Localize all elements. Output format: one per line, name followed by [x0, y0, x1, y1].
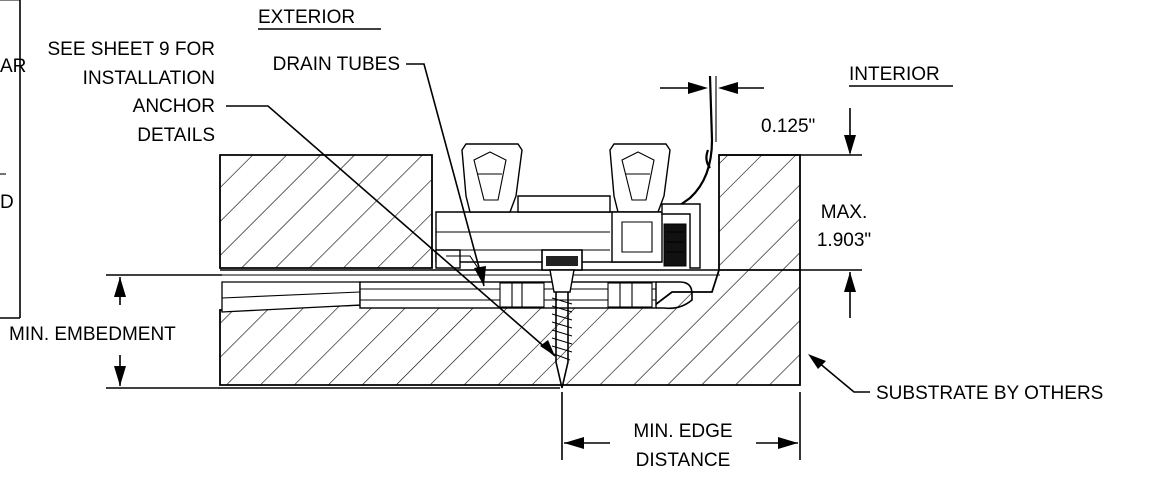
see-sheet-line-1: SEE SHEET 9 FOR — [47, 39, 215, 60]
left-panel-fragment-2: D — [0, 192, 14, 213]
anchor-screw — [541, 249, 583, 389]
interior-label: INTERIOR — [849, 64, 940, 85]
see-sheet-line-4: DETAILS — [137, 125, 215, 146]
min-embedment-dimension: MIN. EMBEDMENT — [9, 274, 560, 389]
min-embedment-label: MIN. EMBEDMENT — [9, 324, 176, 345]
left-panel-fragment-1: AR — [0, 56, 26, 77]
gap-dimension: 0.125" — [660, 82, 815, 137]
substrate-leader — [811, 356, 870, 393]
max-label-2: 1.903" — [817, 230, 871, 251]
gap-dimension-label: 0.125" — [761, 116, 815, 137]
see-sheet-line-2: INSTALLATION — [83, 68, 215, 89]
substrate-label: SUBSTRATE BY OTHERS — [876, 383, 1103, 404]
drain-tube-channel — [359, 281, 693, 310]
max-height-dimension: MAX. 1.903" — [719, 108, 871, 318]
substrate — [219, 154, 801, 386]
exterior-label: EXTERIOR — [258, 7, 355, 28]
drain-tubes-label: DRAIN TUBES — [273, 54, 400, 75]
min-edge-dimension: MIN. EDGE DISTANCE — [561, 392, 801, 471]
see-sheet-note: SEE SHEET 9 FOR INSTALLATION ANCHOR DETA… — [47, 39, 556, 357]
min-edge-label-1: MIN. EDGE — [633, 421, 732, 442]
substrate-note: SUBSTRATE BY OTHERS — [808, 354, 1103, 404]
see-sheet-line-3: ANCHOR — [133, 96, 215, 117]
max-label-1: MAX. — [821, 202, 867, 223]
see-sheet-leader — [226, 105, 556, 357]
left-note-panel: AR D — [0, 0, 26, 319]
min-edge-label-2: DISTANCE — [636, 450, 731, 471]
interior-trim — [661, 75, 717, 269]
drain-tubes-note: DRAIN TUBES — [273, 54, 486, 287]
frame-profile — [435, 143, 671, 269]
drain-tubes-leader — [406, 63, 485, 287]
